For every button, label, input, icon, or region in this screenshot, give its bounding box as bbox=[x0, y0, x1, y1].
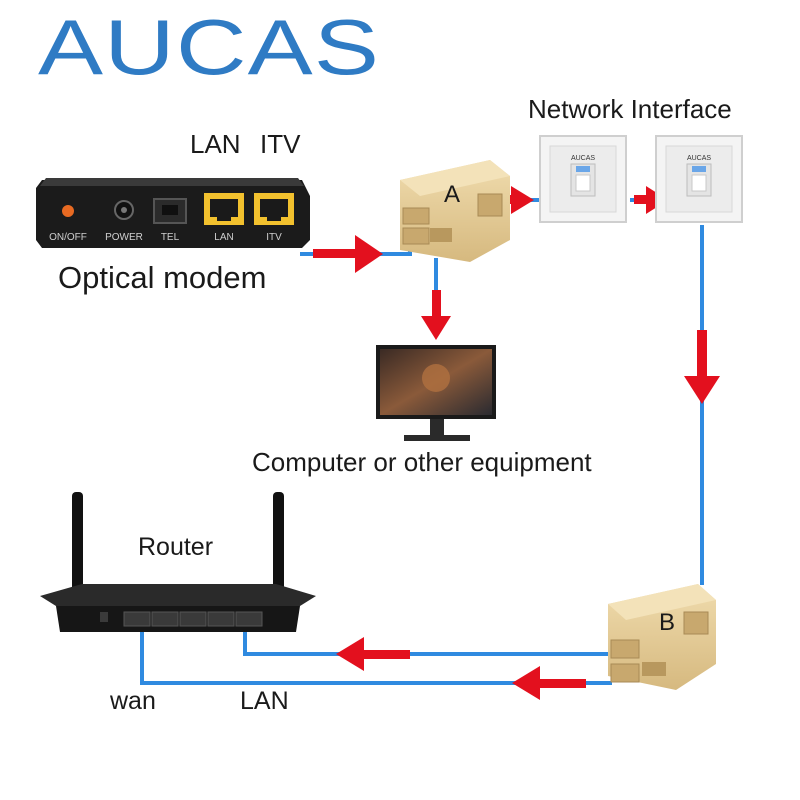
coupler-b-label: B bbox=[659, 609, 675, 636]
cable-coupler-b-to-router-lan bbox=[243, 622, 612, 656]
wall-plate-2: AUCAS bbox=[655, 135, 743, 223]
cable-coupler-b-to-router-wan bbox=[140, 622, 612, 685]
arrow-modem-to-a bbox=[313, 235, 383, 273]
router-label: Router bbox=[138, 533, 214, 561]
modem-port-label: LAN bbox=[214, 232, 233, 243]
modem-port-label: POWER bbox=[105, 232, 143, 243]
optical-modem-label: Optical modem bbox=[58, 260, 267, 295]
cable-lines bbox=[140, 198, 704, 685]
arrow-b-to-router-wan bbox=[512, 666, 586, 700]
network-interface-label: Network Interface bbox=[528, 94, 732, 124]
coupler-b: B bbox=[608, 584, 716, 690]
router-lan-label: LAN bbox=[240, 687, 289, 715]
modem-lan-label: LAN bbox=[190, 129, 241, 159]
brand-logo: AUCAS bbox=[38, 3, 381, 91]
wall-plate-brand: AUCAS bbox=[571, 155, 595, 162]
modem-port-label: ON/OFF bbox=[49, 232, 87, 243]
power-switch-icon bbox=[62, 205, 74, 217]
router-wan-label: wan bbox=[110, 687, 156, 715]
modem-port-label: TEL bbox=[161, 232, 180, 243]
arrow-b-to-router-lan bbox=[336, 637, 410, 671]
coupler-a-label: A bbox=[444, 181, 460, 208]
computer-label: Computer or other equipment bbox=[252, 447, 592, 477]
arrow-plate-down-to-b bbox=[684, 330, 720, 404]
wall-plate-brand: AUCAS bbox=[687, 155, 711, 162]
modem-port-label: ITV bbox=[266, 232, 282, 243]
coupler-a: A bbox=[400, 160, 510, 262]
wall-plate-1: AUCAS bbox=[539, 135, 627, 223]
router bbox=[40, 492, 316, 632]
computer-monitor bbox=[376, 345, 496, 441]
modem-itv-label: ITV bbox=[260, 129, 301, 159]
optical-modem: ON/OFF POWER TEL LAN ITV bbox=[36, 178, 310, 248]
arrow-a-to-computer bbox=[421, 290, 451, 340]
